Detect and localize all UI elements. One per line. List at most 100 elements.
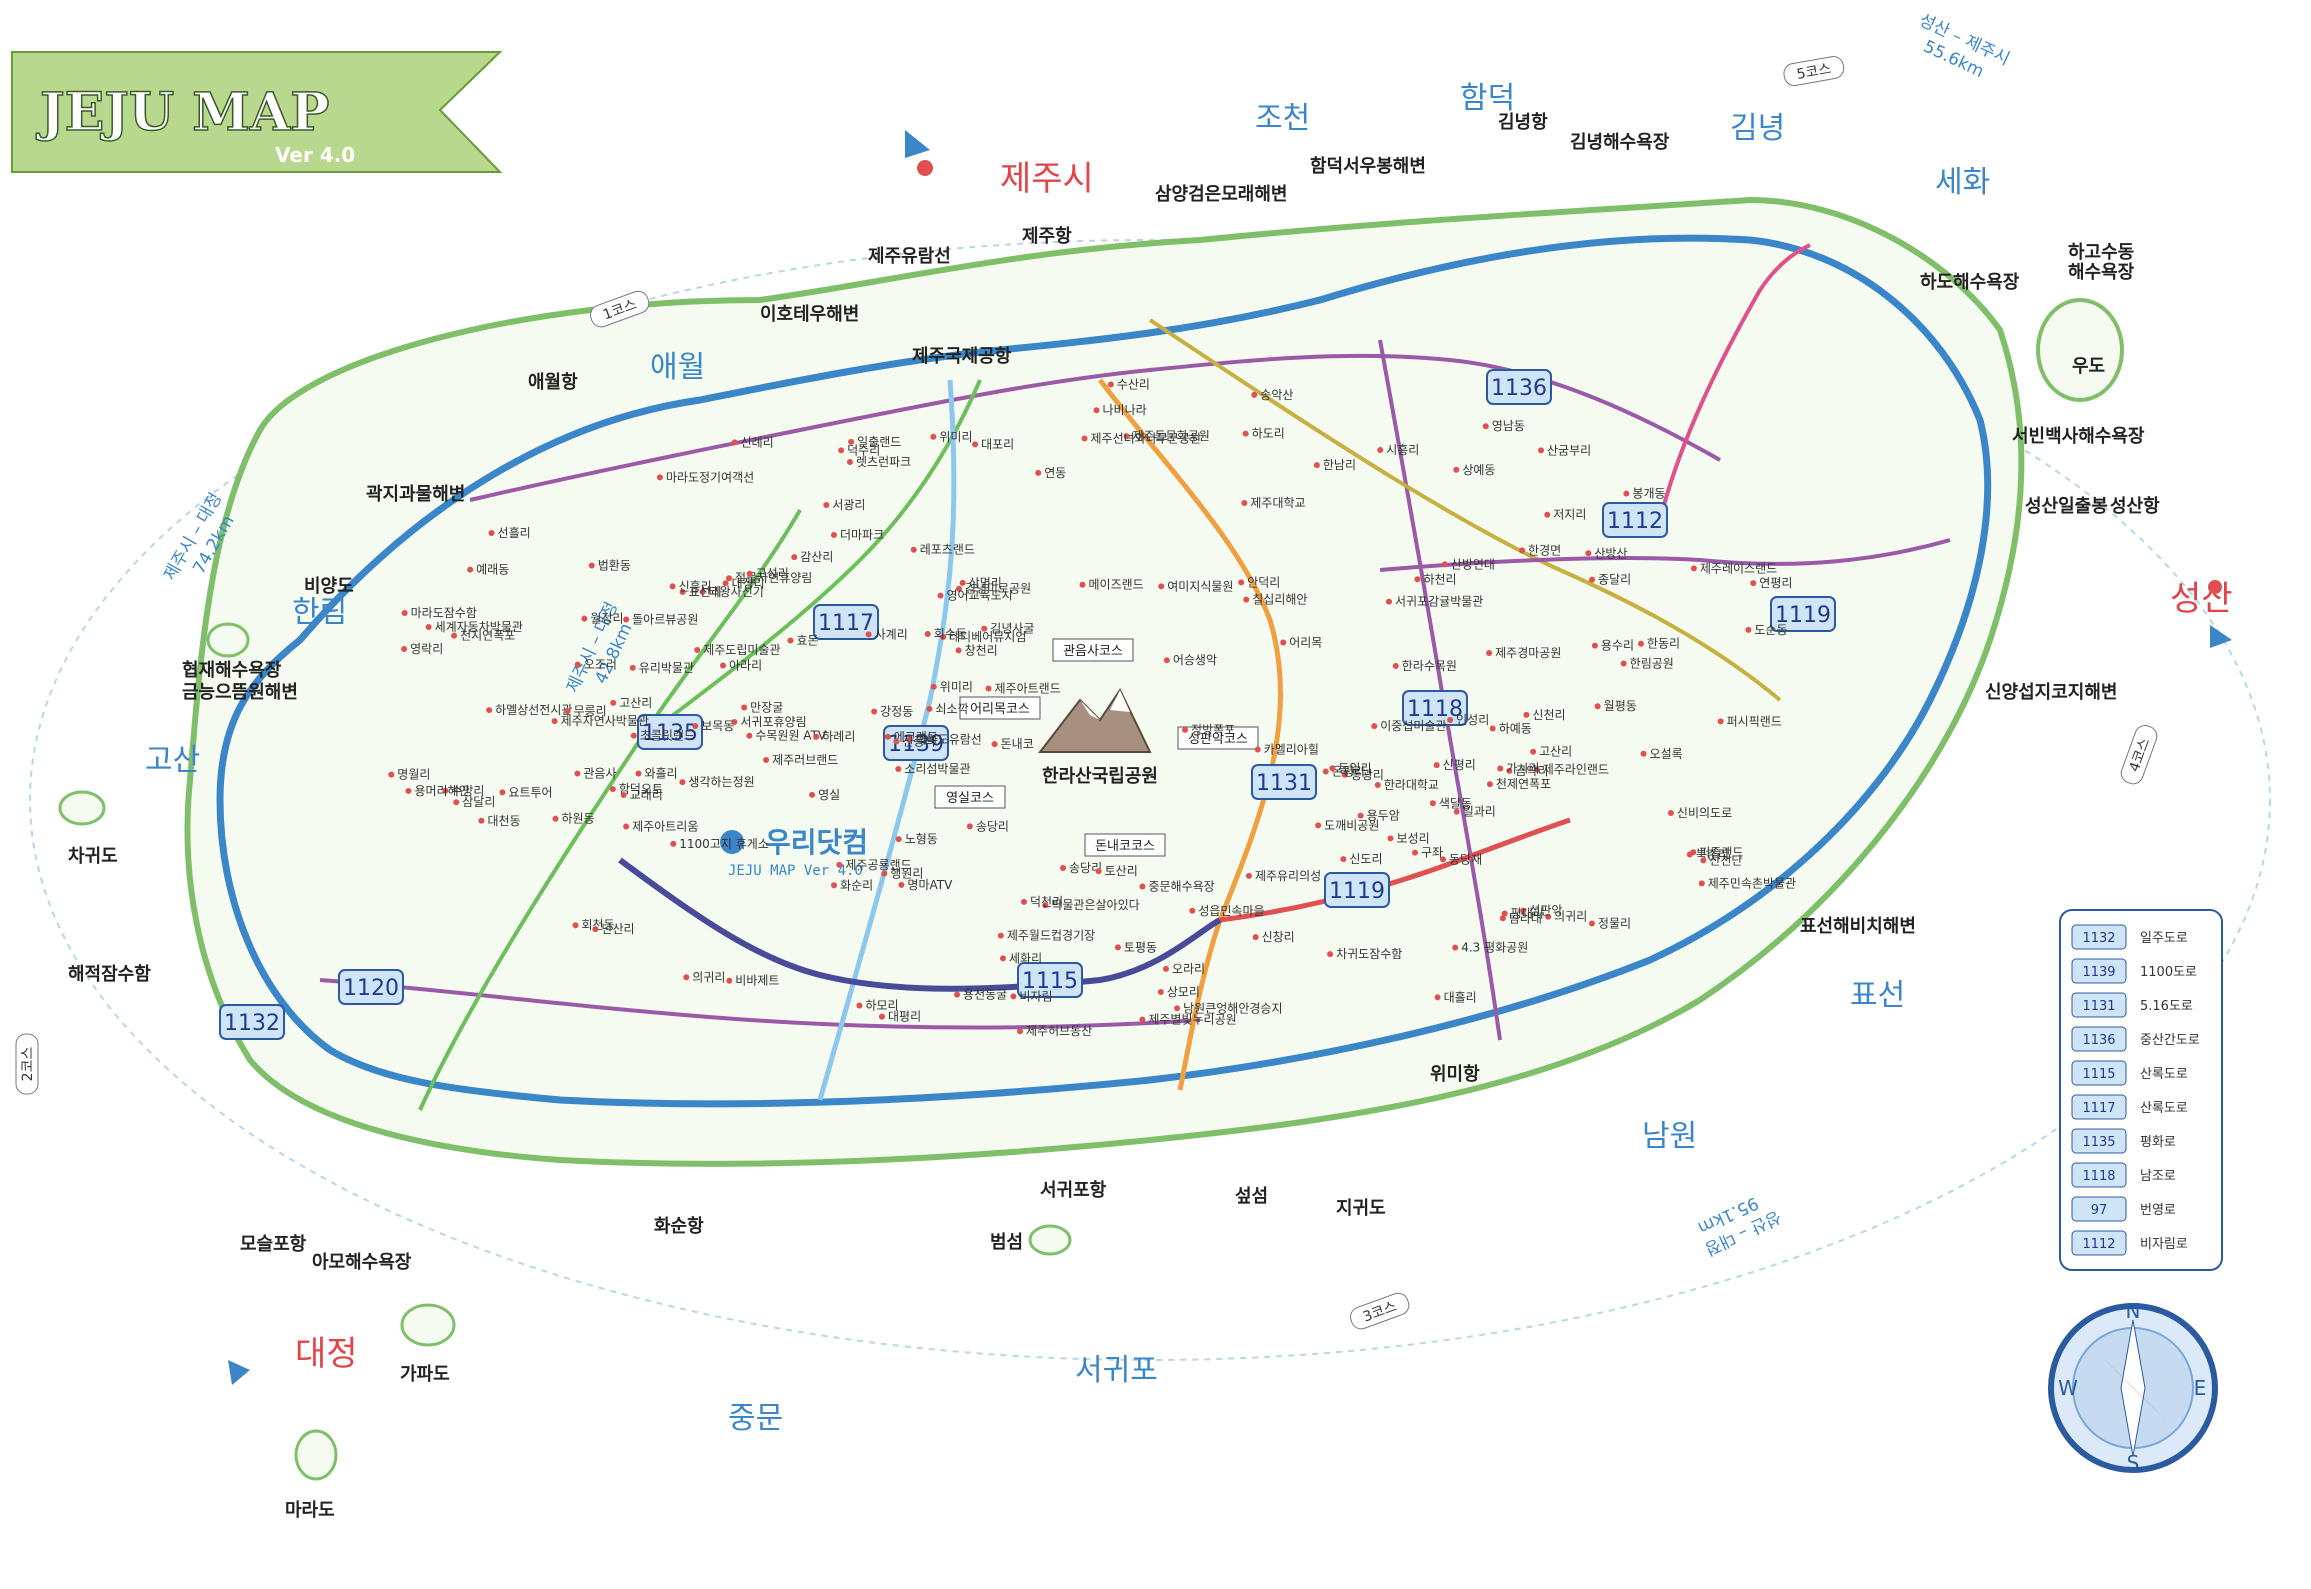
poi-dot bbox=[1538, 447, 1545, 454]
poi-label: 토평동 bbox=[1124, 940, 1157, 954]
outer-course-ring bbox=[29, 239, 2271, 1361]
poi-label: 김녕사굴 bbox=[990, 622, 1034, 636]
poi-dot bbox=[401, 610, 408, 617]
poi-dot bbox=[388, 771, 395, 778]
poi-label: 마라도정기여객선 bbox=[666, 470, 754, 484]
route-badge-1135: 1135 bbox=[637, 714, 703, 750]
poi-dot bbox=[1243, 596, 1250, 603]
poi-dot bbox=[592, 926, 599, 933]
svg-text:관음사코스: 관음사코스 bbox=[1063, 644, 1123, 659]
uri-logo-text: 우리닷컴 bbox=[765, 826, 868, 859]
svg-text:E: E bbox=[2194, 1376, 2207, 1400]
poi-label: 이중섭미술관 bbox=[1380, 719, 1446, 733]
place-gwakji-beach: 곽지과물해변 bbox=[366, 484, 465, 505]
poi-dot bbox=[1589, 576, 1596, 583]
poi-label: 표선리 bbox=[689, 585, 722, 599]
poi-dot bbox=[1182, 726, 1189, 733]
poi-label: 제주민속촌박물관 bbox=[1708, 876, 1796, 890]
poi-label: 신비의도로 bbox=[1677, 806, 1732, 820]
poi-dot bbox=[1440, 856, 1447, 863]
poi-dot bbox=[453, 799, 460, 806]
poi-dot bbox=[1035, 469, 1042, 476]
poi-dot bbox=[1251, 391, 1258, 398]
poi-dot bbox=[972, 441, 979, 448]
legend-badge bbox=[2071, 1230, 2127, 1256]
svg-text:1132: 1132 bbox=[224, 1011, 280, 1036]
poi-dot bbox=[1017, 1028, 1024, 1035]
poi-label: 고산리 bbox=[1539, 745, 1572, 759]
poi-label: 연평리 bbox=[1759, 576, 1792, 590]
poi-label: 성읍민속마을 bbox=[1198, 904, 1264, 918]
place-geumneung-beach: 금능으뜸원해변 bbox=[182, 682, 298, 703]
poi-dot bbox=[1123, 433, 1130, 440]
poi-label: 돈내코 bbox=[1001, 737, 1034, 751]
poi-label: 태왕사신기 bbox=[709, 585, 764, 599]
route-badge-1139: 1139 bbox=[883, 725, 949, 761]
poi-label: 위미리 bbox=[939, 430, 972, 444]
poi-dot bbox=[1452, 944, 1459, 951]
poi-label: 하예동 bbox=[1499, 721, 1532, 735]
poi-dot bbox=[893, 738, 900, 745]
svg-text:W: W bbox=[2058, 1376, 2078, 1400]
svg-text:돈내코코스: 돈내코코스 bbox=[1095, 839, 1155, 854]
course-2: 2코스 bbox=[15, 1033, 39, 1095]
place-sinyang-beach: 신양섭지코지해변 bbox=[1985, 682, 2117, 703]
poi-dot bbox=[722, 580, 729, 587]
poi-dot bbox=[838, 447, 845, 454]
poi-label: 렛츠런파크 bbox=[856, 455, 911, 469]
poi-dot bbox=[906, 736, 913, 743]
region-jungmun: 중문 bbox=[728, 1401, 783, 1436]
poi-dot bbox=[1585, 550, 1592, 557]
svg-text:2코스: 2코스 bbox=[20, 1047, 36, 1082]
poi-dot bbox=[1530, 748, 1537, 755]
poi-dot bbox=[1690, 565, 1697, 572]
poi-label: 제주경마공원 bbox=[1495, 646, 1561, 660]
poi-label: 제주레이스랜드 bbox=[1700, 561, 1777, 575]
poi-dot bbox=[679, 779, 686, 786]
poi-dot bbox=[478, 817, 485, 824]
poi-dot bbox=[499, 789, 506, 796]
poi-label: 상예동 bbox=[1462, 463, 1495, 477]
poi-dot bbox=[955, 585, 962, 592]
place-seogwipo-port: 서귀포항 bbox=[1040, 1180, 1107, 1201]
poi-dot bbox=[1411, 849, 1418, 856]
poi-label: 사계리 bbox=[875, 627, 908, 641]
trail-gwaneumsa: 관음사코스 bbox=[1052, 638, 1134, 662]
poi-label: 하천리 bbox=[1423, 571, 1456, 586]
poi-dot bbox=[865, 631, 872, 638]
poi-dot bbox=[1322, 768, 1329, 775]
poi-dot bbox=[1414, 576, 1421, 583]
poi-label: 한림공원 bbox=[1630, 657, 1674, 671]
poi-dot bbox=[620, 792, 627, 799]
poi-label: 신도리 bbox=[1349, 852, 1382, 866]
poi-label: 남원큰엉해안경승지 bbox=[1183, 1001, 1282, 1015]
route-badge-1119-east: 1119 bbox=[1770, 596, 1836, 632]
legend-road-name: 1100도로 bbox=[2140, 965, 2197, 980]
place-ihotewoo-beach: 이호테우해변 bbox=[760, 304, 859, 325]
poi-dot bbox=[1433, 762, 1440, 769]
region-hallim: 한림 bbox=[292, 595, 347, 630]
poi-label: 명마ATV bbox=[907, 878, 953, 892]
poi-dot bbox=[1545, 913, 1552, 920]
poi-label: 위미리 bbox=[940, 680, 973, 694]
legend-road-name: 산록도로 bbox=[2140, 1067, 2188, 1082]
poi-label: 제주자연사박물관 bbox=[561, 714, 649, 728]
poi-dot bbox=[425, 624, 432, 631]
poi-label: 한남리 bbox=[1323, 458, 1356, 472]
beomseom-island bbox=[1028, 1224, 1072, 1256]
place-amo-beach: 아모해수욕장 bbox=[312, 1252, 412, 1273]
svg-text:1112: 1112 bbox=[1607, 509, 1663, 534]
poi-dot bbox=[809, 791, 816, 798]
poi-label: 제주월드컵경기장 bbox=[1007, 929, 1095, 943]
poi-label: 탐라대 bbox=[1509, 911, 1542, 925]
legend-badge bbox=[2071, 1162, 2127, 1188]
city-jejusi: 제주시 bbox=[1000, 159, 1094, 199]
poi-dot bbox=[856, 1002, 863, 1009]
poi-dot bbox=[1667, 809, 1674, 816]
poi-label: 성판악 bbox=[1529, 904, 1562, 918]
poi-dot bbox=[1242, 430, 1249, 437]
poi-dot bbox=[879, 1013, 886, 1020]
poi-dot bbox=[1620, 660, 1627, 667]
poi-label: 구좌 bbox=[1421, 846, 1443, 860]
place-gimnyeong-beach: 김녕해수욕장 bbox=[1570, 132, 1670, 153]
